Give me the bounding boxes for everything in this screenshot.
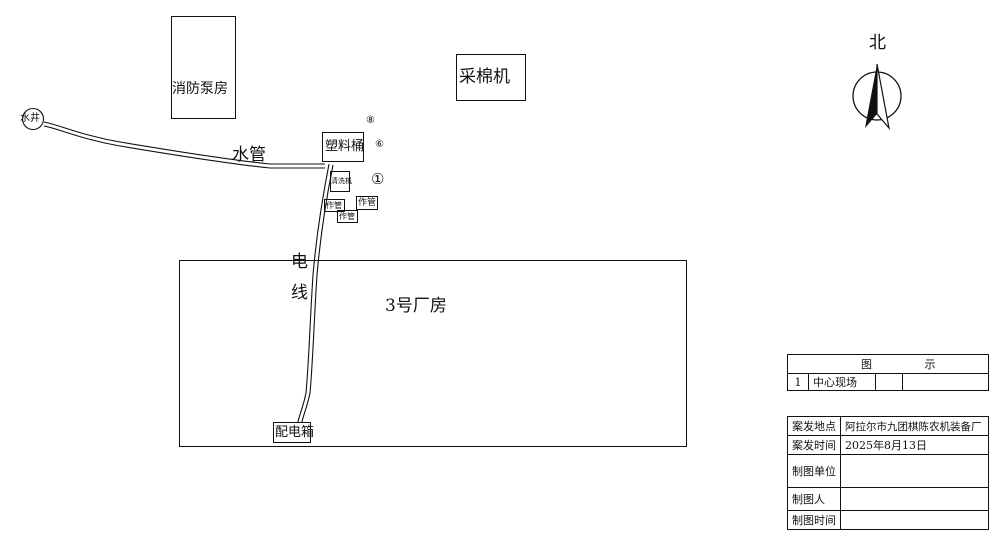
pipe-box-a: 作管: [324, 199, 345, 212]
cotton-picker-label: 采棉机: [459, 67, 510, 87]
washer-label: 清洗机: [331, 177, 352, 185]
distribution-box: 配电箱: [273, 422, 315, 443]
pipe-box-c-label: 作管: [339, 212, 355, 221]
cotton-picker: 采棉机: [456, 54, 526, 101]
marker-1: ①: [371, 170, 385, 188]
marker-2: ⑥: [375, 139, 384, 150]
wire-label-1: 电: [291, 252, 308, 272]
water-pipe-line: [43, 121, 325, 165]
legend-table: 图 示 1 中心现场: [787, 354, 989, 391]
pipe-box-b: 作管: [356, 196, 378, 210]
pump-house: 消防泵房: [171, 16, 236, 119]
unit-value: [840, 454, 989, 488]
date-label: 制图时间: [787, 510, 841, 530]
marker-3: ⑧: [366, 115, 375, 126]
info-row-time: 案发时间 2025年8月13日: [787, 435, 989, 455]
person-label: 制图人: [787, 487, 841, 511]
person-value: [840, 487, 989, 511]
wire-label-2: 线: [291, 283, 308, 303]
water-pipe-label: 水管: [232, 145, 266, 165]
electric-wire-line-inner: [300, 164, 334, 427]
info-row-unit: 制图单位: [787, 454, 989, 488]
place-label: 案发地点: [787, 416, 841, 436]
case-info-table: 案发地点 阿拉尔市九团棋陈农机装备厂 案发时间 2025年8月13日 制图单位 …: [787, 416, 989, 530]
legend-header-row: 图 示: [787, 354, 989, 374]
unit-label: 制图单位: [787, 454, 841, 488]
time-value: 2025年8月13日: [840, 435, 989, 455]
north-arrow-icon: [852, 63, 902, 131]
legend-row-blank: [902, 373, 989, 391]
legend-header-right: 示: [924, 358, 936, 371]
info-row-date: 制图时间: [787, 510, 989, 530]
north-label: 北: [869, 33, 886, 53]
distribution-box-label: 配电箱: [275, 425, 315, 440]
info-row-place: 案发地点 阿拉尔市九团棋陈农机装备厂: [787, 416, 989, 436]
legend-row-text: 中心现场: [808, 373, 876, 391]
place-value: 阿拉尔市九团棋陈农机装备厂: [840, 416, 989, 436]
factory-building-3: 3号厂房: [179, 260, 687, 447]
water-well-label: 水井: [20, 113, 40, 124]
legend-header-left: 图: [861, 358, 872, 371]
water-well-circle: [21, 107, 45, 131]
legend-row: 1 中心现场: [787, 373, 989, 391]
plastic-bucket-label: 塑料桶: [325, 139, 365, 154]
pipe-box-c: 作管: [337, 210, 358, 223]
time-label: 案发时间: [787, 435, 841, 455]
water-pipe-line-inner: [43, 125, 325, 169]
plastic-bucket: 塑料桶: [322, 132, 364, 162]
legend-row-symbol: [875, 373, 903, 391]
date-value: [840, 510, 989, 530]
legend-row-number: 1: [787, 373, 809, 391]
pump-house-label: 消防泵房: [172, 81, 228, 97]
factory-label: 3号厂房: [385, 296, 447, 316]
pipe-box-a-label: 作管: [326, 201, 342, 210]
pipe-box-b-label: 作管: [358, 198, 377, 208]
info-row-person: 制图人: [787, 487, 989, 511]
washer: 清洗机: [330, 171, 352, 192]
electric-wire-line: [296, 163, 330, 427]
